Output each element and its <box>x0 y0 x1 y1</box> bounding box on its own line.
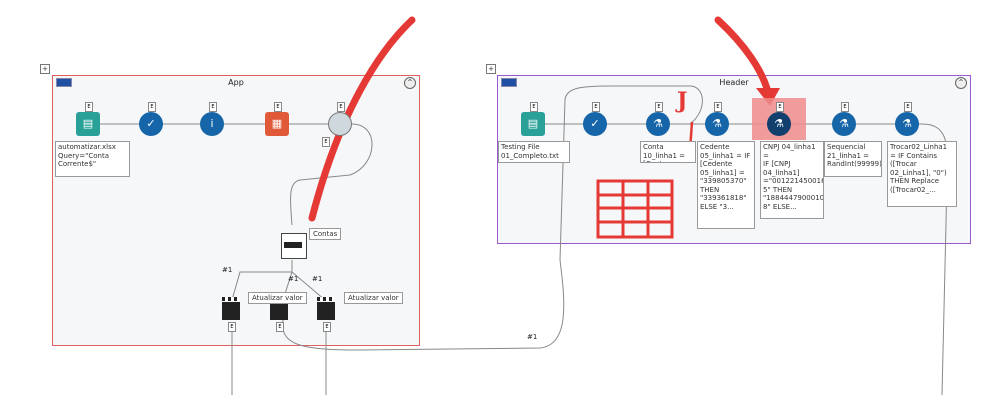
select-check-icon[interactable]: ✓ <box>583 112 607 136</box>
formula-flask-icon[interactable]: ⚗ <box>832 112 856 136</box>
pin-icon: E <box>655 102 663 112</box>
update-value-label: Atualizar valor <box>248 292 307 304</box>
formula-flask-icon[interactable]: ⚗ <box>767 112 791 136</box>
input-annotation: automatizar.xlsx Query="Conta Corrente$" <box>55 141 130 177</box>
expand-icon[interactable]: + <box>40 64 50 74</box>
pin-icon: E <box>776 102 784 112</box>
pin-icon: E <box>209 102 217 112</box>
batch-index: #1 <box>312 275 323 283</box>
action-clapper-icon[interactable] <box>222 297 240 320</box>
action-clapper-icon[interactable] <box>317 297 335 320</box>
pin-icon: E <box>714 102 722 112</box>
batch-index: #1 <box>222 266 233 274</box>
update-value-label: Atualizar valor <box>344 292 403 304</box>
collapse-button[interactable]: ^ <box>404 77 416 89</box>
formula-flask-icon[interactable]: ⚗ <box>705 112 729 136</box>
formula-annotation: Cedente 05_linha1 = IF [Cedente 05_linha… <box>697 141 755 229</box>
pin-icon: E <box>530 102 538 112</box>
container-handle[interactable] <box>56 78 72 87</box>
pin-icon: E <box>592 102 600 112</box>
pin-icon: E <box>228 322 236 332</box>
report-icon[interactable]: ▦ <box>265 112 289 136</box>
formula-annotation: Trocar02_Linha1 = IF Contains ([Trocar 0… <box>887 141 957 207</box>
book-icon[interactable]: ▤ <box>76 112 100 136</box>
control-label: Contas <box>309 228 342 240</box>
disabled-tool-icon[interactable] <box>328 112 352 136</box>
pin-icon: E <box>904 102 912 112</box>
action-clapper-icon[interactable] <box>270 297 288 320</box>
pin-icon: E <box>148 102 156 112</box>
app-container-title: App <box>228 78 244 87</box>
container-handle[interactable] <box>501 78 517 87</box>
collapse-button[interactable]: ^ <box>955 77 967 89</box>
pin-icon: E <box>337 102 345 112</box>
pin-icon: E <box>276 322 284 332</box>
expand-icon[interactable]: + <box>486 64 496 74</box>
header-container-title: Header <box>719 78 749 87</box>
pin-icon: E <box>322 137 330 147</box>
select-check-icon[interactable]: ✓ <box>139 112 163 136</box>
pin-icon: E <box>841 102 849 112</box>
formula-annotation: Sequencial 21_linha1 = RandInt(99999) <box>824 141 882 177</box>
info-icon[interactable]: i <box>200 112 224 136</box>
pin-icon: E <box>85 102 93 112</box>
hand-drawn-grid <box>596 179 674 239</box>
pin-icon: E <box>274 102 282 112</box>
handwritten-letter: J <box>677 88 688 114</box>
control-parameter-icon[interactable] <box>281 233 307 259</box>
formula-flask-icon[interactable]: ⚗ <box>646 112 670 136</box>
pin-icon: E <box>323 322 331 332</box>
connection-label: #1 <box>527 333 538 341</box>
testing-file-annotation: Testing File 01_Completo.txt <box>498 141 570 163</box>
book-icon[interactable]: ▤ <box>521 112 545 136</box>
batch-index: #1 <box>288 275 299 283</box>
formula-flask-icon[interactable]: ⚗ <box>895 112 919 136</box>
formula-annotation: Conta 10_linha1 = [Conta 10_linha1]... <box>640 141 696 163</box>
formula-annotation: CNPJ 04_linha1 = IF [CNPJ 04_linha1] ="0… <box>760 141 824 219</box>
